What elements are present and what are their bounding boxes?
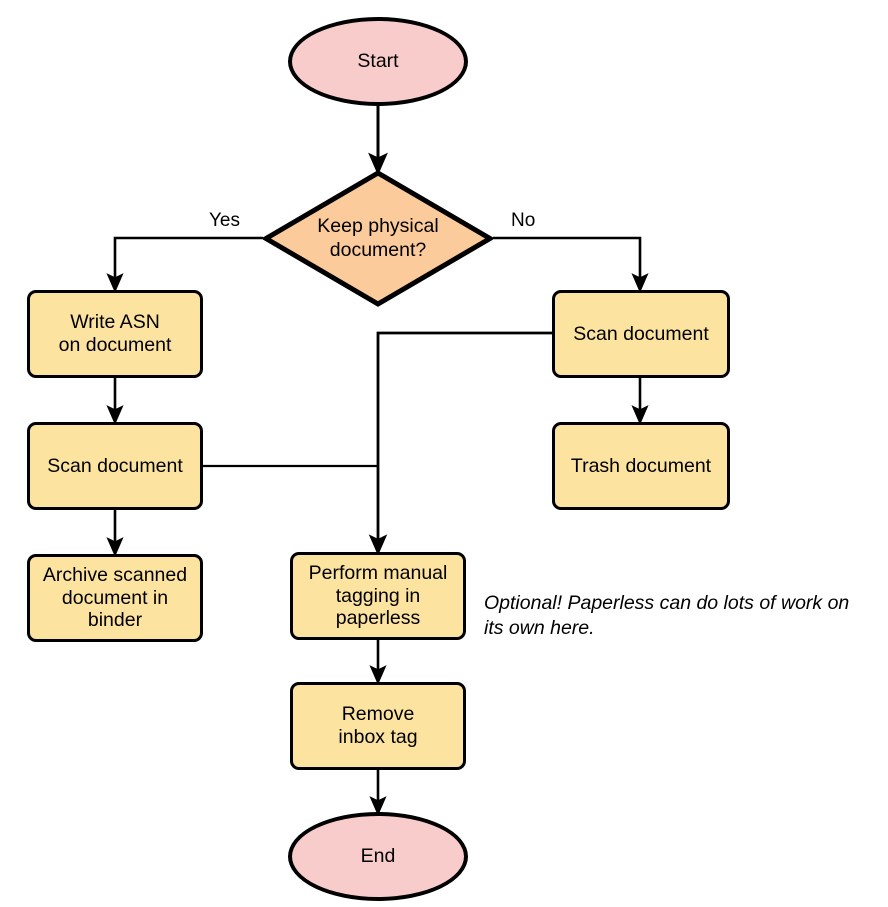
edge-label-yes: Yes bbox=[209, 210, 240, 231]
node-scan-document-right-label: Scan document bbox=[573, 322, 709, 345]
node-archive-binder-label-line3: binder bbox=[87, 609, 143, 632]
node-start-label: Start bbox=[357, 50, 399, 73]
node-archive-binder-label: Archive scanned document in binder bbox=[43, 564, 187, 632]
node-manual-tagging-label-line1: Perform manual bbox=[308, 562, 448, 585]
node-write-asn-on-document[interactable]: Write ASN on document bbox=[27, 290, 203, 378]
node-remove-inbox-tag-label: Remove inbox tag bbox=[338, 703, 417, 748]
node-archive-binder-label-line1: Archive scanned bbox=[42, 564, 188, 587]
node-decision-keep-physical-document[interactable]: Keep physical document? bbox=[263, 170, 493, 307]
diamond-shape bbox=[263, 170, 493, 307]
node-write-asn-label-line1: Write ASN bbox=[70, 311, 160, 334]
node-remove-inbox-tag[interactable]: Remove inbox tag bbox=[290, 682, 466, 770]
node-scan-document-right[interactable]: Scan document bbox=[552, 290, 730, 378]
node-manual-tagging-label-line3: paperless bbox=[335, 607, 421, 630]
node-write-asn-label: Write ASN on document bbox=[59, 311, 172, 356]
node-remove-inbox-tag-label-line2: inbox tag bbox=[338, 726, 418, 748]
edge-decision-yes-to-write-asn bbox=[106, 236, 263, 293]
annotation-optional-note-line1: Optional! Paperless can do lots of work … bbox=[484, 592, 850, 614]
node-trash-document[interactable]: Trash document bbox=[552, 422, 730, 510]
edge-scan-right-to-manual-tagging bbox=[368, 331, 552, 556]
node-end-label: End bbox=[360, 845, 396, 868]
annotation-optional-note-line2: its own here. bbox=[484, 616, 595, 639]
edge-label-no: No bbox=[511, 210, 536, 231]
node-start[interactable]: Start bbox=[288, 17, 468, 106]
annotation-optional-note: Optional! Paperless can do lots of work … bbox=[484, 591, 884, 641]
node-scan-document-left[interactable]: Scan document bbox=[27, 422, 203, 510]
node-remove-inbox-tag-label-line1: Remove bbox=[341, 703, 415, 726]
node-perform-manual-tagging[interactable]: Perform manual tagging in paperless bbox=[290, 552, 466, 640]
node-decision-label: Keep physical document? bbox=[263, 215, 493, 262]
node-decision-label-line1: Keep physical bbox=[317, 215, 439, 238]
node-scan-document-left-label: Scan document bbox=[47, 454, 183, 477]
node-trash-document-label: Trash document bbox=[570, 454, 712, 477]
node-archive-scanned-document-in-binder[interactable]: Archive scanned document in binder bbox=[27, 554, 203, 642]
node-write-asn-label-line2: on document bbox=[58, 334, 172, 356]
node-decision-label-line2: document? bbox=[329, 238, 427, 261]
node-manual-tagging-label: Perform manual tagging in paperless bbox=[309, 562, 448, 630]
node-archive-binder-label-line2: document in bbox=[61, 586, 169, 609]
node-manual-tagging-label-line2: tagging in bbox=[335, 584, 421, 607]
node-end[interactable]: End bbox=[288, 812, 468, 901]
edge-decision-no-to-scan-right bbox=[493, 236, 649, 293]
